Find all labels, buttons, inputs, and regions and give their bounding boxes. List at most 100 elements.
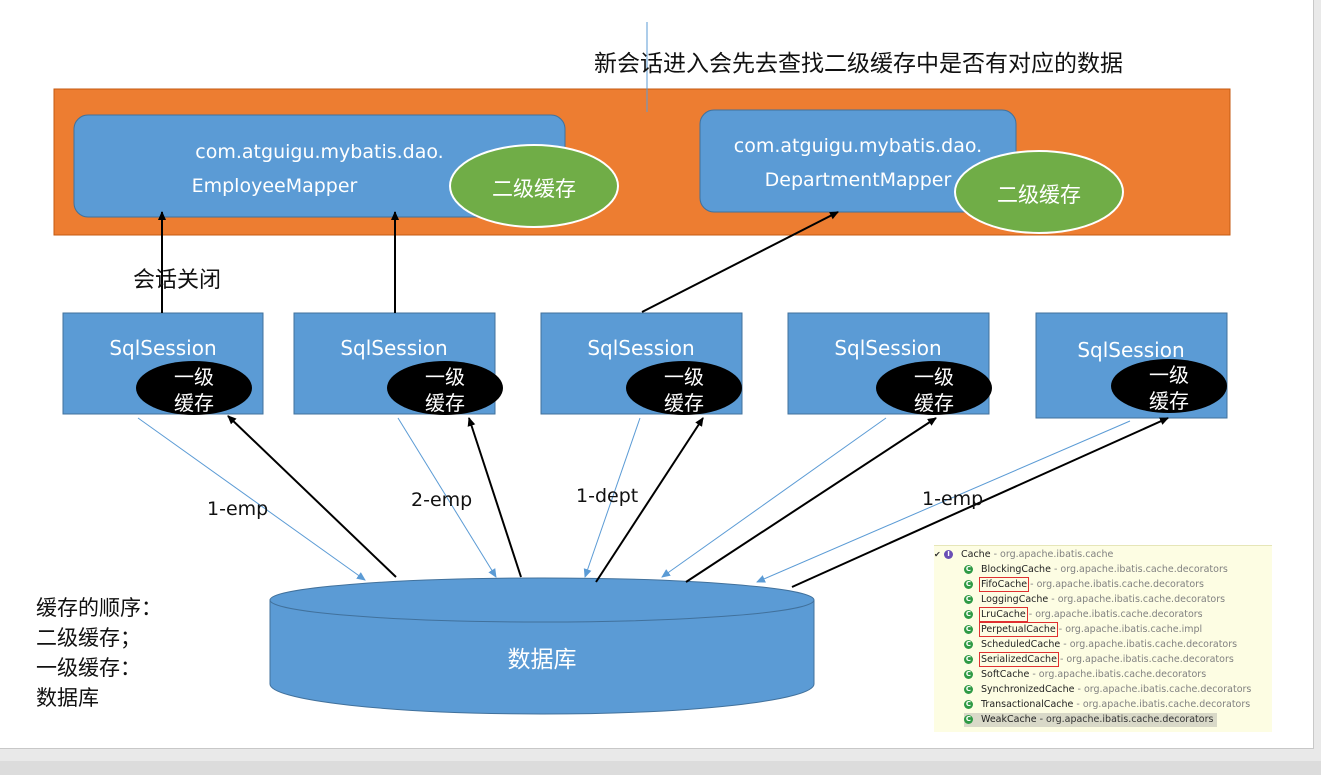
cache-order-step-3: 数据库 bbox=[36, 686, 99, 710]
class-icon: C bbox=[964, 565, 973, 574]
department-mapper-line2: DepartmentMapper bbox=[764, 169, 952, 191]
class-icon: C bbox=[964, 685, 973, 694]
class-icon: C bbox=[964, 700, 973, 709]
database-label: 数据库 bbox=[507, 647, 577, 673]
l1-cache-label-4-line2: 缓存 bbox=[914, 391, 954, 415]
hierarchy-item-package: - org.apache.ibatis.cache.decorators bbox=[1025, 609, 1203, 620]
hierarchy-item-package: - org.apache.ibatis.cache.decorators bbox=[1036, 714, 1214, 725]
l1-cache-label-3-line2: 缓存 bbox=[664, 391, 704, 415]
interface-icon: I bbox=[944, 550, 953, 559]
query-line-3 bbox=[583, 417, 641, 578]
class-hierarchy-panel: ✔I Cache - org.apache.ibatis.cache C Block… bbox=[934, 545, 1272, 732]
department-mapper-line1: com.atguigu.mybatis.dao. bbox=[733, 135, 983, 157]
result-line-5 bbox=[791, 417, 1169, 588]
database-cylinder-body bbox=[269, 600, 815, 715]
expand-chevron-icon[interactable]: ✔ bbox=[934, 550, 941, 559]
hierarchy-item-row[interactable]: C LoggingCache - org.apache.ibatis.cache.… bbox=[964, 593, 1225, 607]
hierarchy-item-row[interactable]: C TransactionalCache - org.apache.ibatis.… bbox=[964, 698, 1250, 712]
department-mapper-label: com.atguigu.mybatis.dao. DepartmentMappe… bbox=[700, 129, 1016, 197]
hierarchy-item-row-selected[interactable]: C WeakCache - org.apache.ibatis.cache.dec… bbox=[964, 713, 1218, 727]
hierarchy-item-package: - org.apache.ibatis.cache.decorators bbox=[1050, 564, 1228, 575]
l1-cache-label-4: 一级 缓存 bbox=[879, 364, 989, 416]
session-label-2: SqlSession bbox=[340, 336, 448, 360]
employee-mapper-label: com.atguigu.mybatis.dao. EmployeeMapper bbox=[74, 135, 565, 203]
employee-l2-cache-ellipse bbox=[449, 144, 619, 228]
l1-cache-label-3: 一级 缓存 bbox=[629, 364, 739, 416]
hierarchy-item-name-highlighted: LruCache bbox=[979, 607, 1028, 622]
class-icon: C bbox=[964, 610, 973, 619]
hierarchy-item-package: - org.apache.ibatis.cache.decorators bbox=[1048, 594, 1226, 605]
session-close-note: 会话关闭 bbox=[133, 268, 222, 293]
arrow-session3-to-department-mapper bbox=[641, 211, 839, 313]
hierarchy-item-name-highlighted: FifoCache bbox=[978, 577, 1030, 592]
cache-order-note: 缓存的顺序： 二级缓存； 一级缓存： 数据库 bbox=[36, 593, 162, 713]
employee-l2-cache-label: 二级缓存 bbox=[492, 177, 576, 201]
l1-cache-ellipse-1 bbox=[136, 361, 252, 415]
session-label-5: SqlSession bbox=[1077, 338, 1185, 362]
class-icon: C bbox=[964, 595, 973, 604]
query-label-2: 2-emp bbox=[411, 489, 473, 511]
status-bar bbox=[0, 761, 1321, 775]
l1-cache-label-1-line1: 一级 bbox=[174, 365, 214, 389]
hierarchy-item-row[interactable]: C FifoCache - org.apache.ibatis.cache.dec… bbox=[964, 577, 1204, 592]
result-line-2 bbox=[467, 417, 522, 578]
query-line-1 bbox=[137, 417, 366, 581]
class-icon: C bbox=[964, 715, 973, 724]
hierarchy-item-row[interactable]: C ScheduledCache - org.apache.ibatis.cach… bbox=[964, 638, 1237, 652]
l1-cache-label-1-line2: 缓存 bbox=[174, 391, 214, 415]
hierarchy-item-row[interactable]: C SerializedCache - org.apache.ibatis.cac… bbox=[964, 652, 1234, 667]
l1-cache-label-4-line1: 一级 bbox=[914, 365, 954, 389]
hierarchy-item-package: - org.apache.ibatis.cache.decorators bbox=[1029, 669, 1207, 680]
hierarchy-item-package: - org.apache.ibatis.cache.decorators bbox=[1060, 639, 1238, 650]
class-icon: C bbox=[964, 670, 973, 679]
class-icon: C bbox=[964, 580, 973, 589]
department-l2-cache-ellipse bbox=[954, 150, 1124, 234]
cache-order-step-1: 二级缓存； bbox=[36, 626, 141, 650]
query-label-3: 1-dept bbox=[576, 485, 639, 507]
hierarchy-root-package: - org.apache.ibatis.cache bbox=[990, 549, 1114, 560]
hierarchy-item-name: SynchronizedCache bbox=[981, 684, 1075, 695]
hierarchy-root-row[interactable]: ✔I Cache - org.apache.ibatis.cache bbox=[934, 548, 1113, 562]
hierarchy-item-name: BlockingCache bbox=[981, 564, 1051, 575]
hierarchy-item-name-highlighted: PerpetualCache bbox=[979, 622, 1058, 637]
query-label-4: 1-emp bbox=[922, 488, 984, 510]
hierarchy-root-name: Cache bbox=[961, 549, 991, 560]
hierarchy-item-package: - org.apache.ibatis.cache.decorators bbox=[1027, 579, 1204, 590]
hierarchy-item-package: - org.apache.ibatis.cache.decorators bbox=[1074, 684, 1252, 695]
database-cylinder-top bbox=[269, 577, 815, 623]
cache-order-title: 缓存的顺序： bbox=[36, 596, 162, 620]
hierarchy-item-row[interactable]: C PerpetualCache - org.apache.ibatis.cach… bbox=[964, 622, 1203, 637]
hierarchy-item-name: LoggingCache bbox=[981, 594, 1049, 605]
cache-order-step-2: 一级缓存： bbox=[36, 656, 141, 680]
session-label-3: SqlSession bbox=[587, 336, 695, 360]
hierarchy-item-name: TransactionalCache bbox=[981, 699, 1074, 710]
hierarchy-item-row[interactable]: C LruCache - org.apache.ibatis.cache.deco… bbox=[964, 607, 1203, 622]
hierarchy-item-name: WeakCache bbox=[981, 714, 1037, 725]
top-note: 新会话进入会先去查找二级缓存中是否有对应的数据 bbox=[594, 51, 1123, 77]
hierarchy-item-package: - org.apache.ibatis.cache.decorators bbox=[1056, 654, 1234, 665]
l1-cache-ellipse-5 bbox=[1111, 359, 1227, 413]
class-icon: C bbox=[964, 640, 973, 649]
hierarchy-item-package: - org.apache.ibatis.cache.impl bbox=[1055, 624, 1203, 635]
hierarchy-item-name-highlighted: SerializedCache bbox=[979, 652, 1059, 667]
hierarchy-item-package: - org.apache.ibatis.cache.decorators bbox=[1073, 699, 1251, 710]
session-label-1: SqlSession bbox=[109, 336, 217, 360]
result-line-1 bbox=[227, 415, 397, 578]
query-label-1: 1-emp bbox=[207, 498, 269, 520]
class-icon: C bbox=[964, 625, 973, 634]
hierarchy-item-row[interactable]: C BlockingCache - org.apache.ibatis.cache… bbox=[964, 563, 1228, 577]
l1-cache-label-3-line1: 一级 bbox=[664, 365, 704, 389]
department-l2-cache-label: 二级缓存 bbox=[997, 183, 1081, 207]
employee-mapper-line2: EmployeeMapper bbox=[191, 175, 358, 197]
l1-cache-ellipse-4 bbox=[876, 361, 992, 415]
session-label-4: SqlSession bbox=[834, 336, 942, 360]
query-line-5 bbox=[756, 420, 1131, 583]
query-line-4 bbox=[661, 417, 887, 578]
l1-cache-label-2-line2: 缓存 bbox=[425, 391, 465, 415]
query-line-2 bbox=[397, 417, 497, 578]
hierarchy-item-name: ScheduledCache bbox=[981, 639, 1061, 650]
class-icon: C bbox=[964, 655, 973, 664]
hierarchy-item-row[interactable]: C SynchronizedCache - org.apache.ibatis.c… bbox=[964, 683, 1251, 697]
